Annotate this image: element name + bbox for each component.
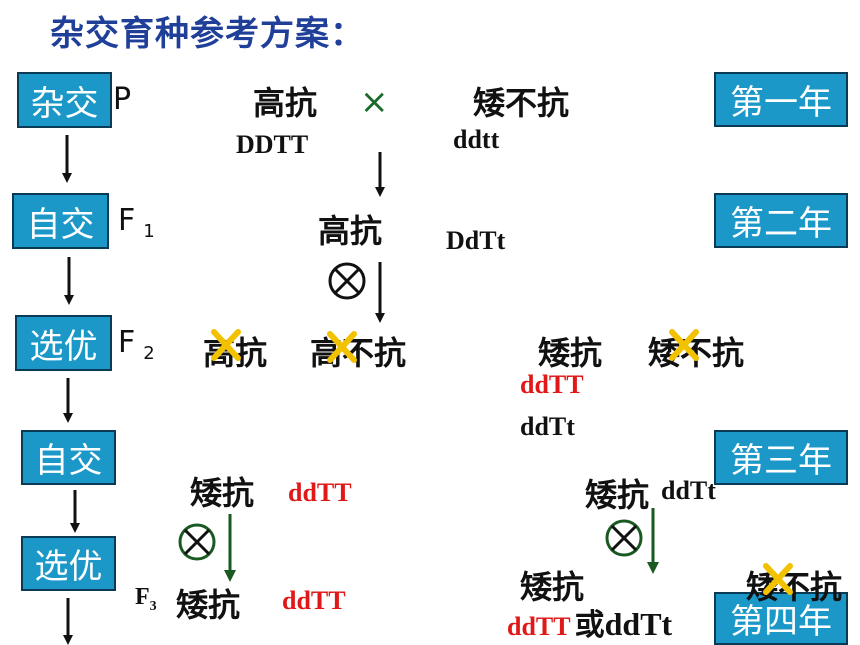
parent-a-genotype: DDTT (236, 130, 309, 159)
step-box-select-2: 选优 (21, 536, 116, 591)
f3-phenotype: 矮抗 (176, 586, 241, 624)
year-label: 第三年 (730, 441, 832, 481)
f3-genotype: ddTT (282, 586, 346, 615)
right-offspring-phenotype: 矮抗 (520, 568, 585, 606)
year-box-3: 第三年 (714, 430, 848, 485)
left-branch-genotype: ddTT (288, 478, 352, 507)
self-cross-icon (605, 519, 643, 557)
step-box-self-2: 自交 (21, 430, 116, 485)
step-label: 选优 (34, 547, 103, 587)
self-cross-icon (328, 262, 366, 300)
f1-phenotype: 高抗 (318, 212, 383, 250)
year-box-1: 第一年 (714, 72, 848, 127)
step-label: 自交 (34, 441, 103, 481)
step-label: 自交 (26, 204, 95, 245)
year-label: 第二年 (730, 204, 832, 244)
step-label: 选优 (29, 326, 98, 367)
f2-genotype-ddTT: ddTT (520, 370, 584, 399)
year-label: 第四年 (730, 602, 832, 642)
f2-phenotype-dwarf-nonresistant: 矮不抗 (648, 334, 745, 372)
step-label: 杂交 (30, 83, 99, 124)
self-cross-icon (178, 523, 216, 561)
f2-genotype-ddTt: ddTt (520, 412, 575, 441)
parent-a-phenotype: 高抗 (253, 84, 318, 122)
left-branch-phenotype: 矮抗 (190, 474, 255, 512)
parent-b-genotype: ddtt (453, 125, 500, 154)
gen-label-p: P (113, 82, 132, 117)
step-box-cross: 杂交 (17, 72, 112, 128)
year-box-2: 第二年 (714, 193, 848, 248)
year-box-4: 第四年 (714, 592, 848, 645)
f2-phenotype-dwarf-resistant: 矮抗 (538, 334, 603, 372)
page-title: 杂交育种参考方案： (50, 14, 365, 54)
right-branch-phenotype: 矮抗 (585, 476, 650, 514)
step-box-select-1: 选优 (15, 315, 112, 371)
cross-symbol: × (360, 82, 389, 122)
f1-genotype: DdTt (446, 226, 506, 255)
parent-b-phenotype: 矮不抗 (473, 84, 570, 122)
gen-label-f3: F3 (135, 584, 157, 614)
f2-phenotype-tall-resistant: 高抗 (203, 334, 268, 372)
step-box-self-1: 自交 (12, 193, 109, 249)
right-branch-genotype: ddTt (661, 476, 716, 505)
right-offspring-nonresistant: 矮不抗 (746, 568, 843, 606)
year-label: 第一年 (730, 83, 832, 123)
f2-phenotype-tall-nonresistant: 高不抗 (310, 334, 407, 372)
